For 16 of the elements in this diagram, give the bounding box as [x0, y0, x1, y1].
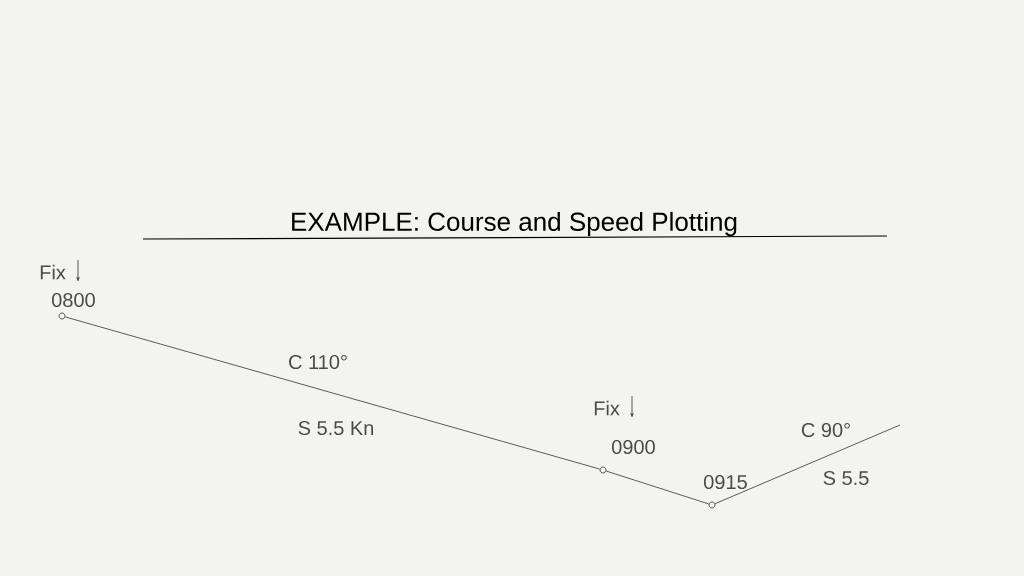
course-line — [714, 424, 901, 505]
title: EXAMPLE: Course and Speed Plotting — [292, 211, 737, 237]
speed-label: S 5.5 Kn — [298, 420, 374, 436]
edge-label: C 110° — [289, 354, 347, 370]
edge-label: C 90° — [801, 422, 850, 438]
fix-point — [58, 312, 66, 320]
fix-point — [708, 501, 716, 509]
time-label: Fix — [40, 264, 66, 280]
time-label: 0800 — [52, 292, 95, 308]
time-label: 0915 — [704, 474, 747, 490]
time-label: Fix — [594, 400, 620, 416]
fix-point — [599, 466, 607, 474]
time-label: 0900 — [612, 439, 655, 455]
speed-label: S 5.5 — [823, 470, 869, 486]
course-line — [64, 316, 601, 470]
course-line — [605, 470, 710, 505]
